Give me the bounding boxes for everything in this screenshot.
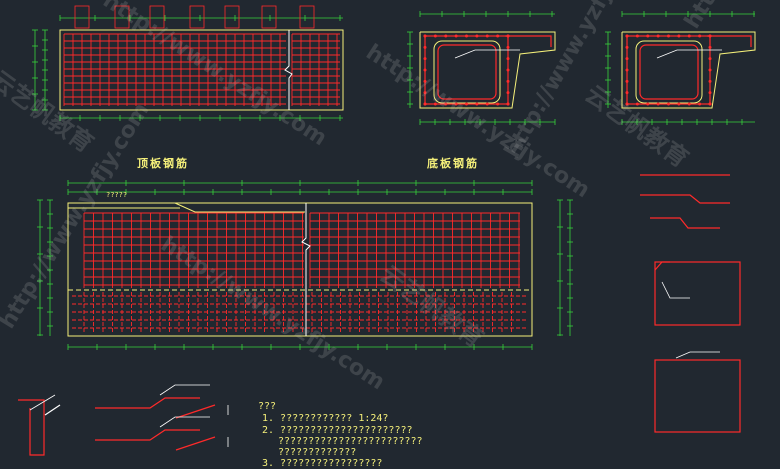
notes-line-2: 2. ?????????????????????? (262, 425, 413, 436)
main-plan-outline (67, 202, 533, 337)
rebar-grid-top-right (291, 33, 340, 106)
notes-line-1: 1. ???????????? 1:24? (262, 413, 389, 424)
slab-outlines (59, 29, 756, 337)
small-tag: ????? (106, 191, 128, 199)
rebar-grids (63, 33, 528, 334)
dimension-lines (34, 5, 755, 348)
box-section-1 (419, 31, 556, 109)
detail-rect-1 (654, 261, 741, 326)
top-plan-outline (59, 29, 344, 111)
rebar-grid-main-left-upper (83, 212, 304, 288)
top-rebar-markers (74, 5, 315, 29)
bottom-slab-label: 底板钢筋 (427, 157, 479, 170)
rebar-grid-top-left (63, 33, 286, 106)
rebar-section-dots (423, 34, 712, 106)
top-plan-breakline (284, 30, 293, 110)
main-plan-breakline (301, 203, 311, 336)
rebar-grid-main-lower (72, 292, 528, 334)
rebar-grid-main-right-upper (309, 212, 520, 288)
section-rebar (18, 35, 752, 456)
notes-line-5: 3. ????????????????? (262, 458, 383, 469)
notes-line-3: ???????????????????????? (278, 436, 423, 447)
notes-title: ??? (258, 401, 277, 412)
notes-line-4: ????????????? (278, 447, 357, 458)
annotations (29, 49, 722, 447)
top-slab-label: 顶板钢筋 (137, 157, 189, 170)
dimension-ticks (32, 11, 755, 350)
detail-rect-2 (654, 359, 741, 433)
